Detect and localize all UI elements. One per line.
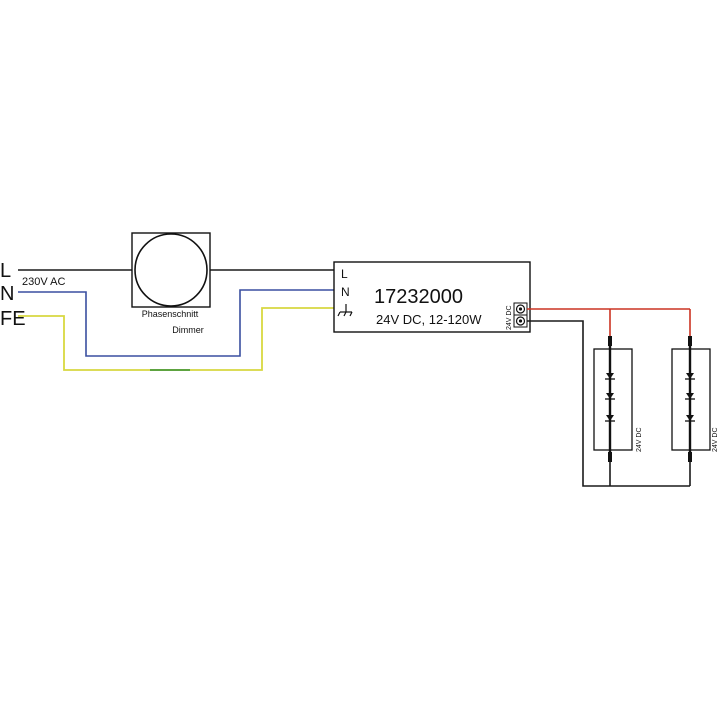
driver-terminal-l: L (341, 267, 348, 281)
led-strip-2: 24V DC (671, 336, 719, 462)
led-diode-icon (605, 373, 615, 380)
dimmer-knob (134, 233, 208, 307)
led-diode-icon (685, 415, 695, 422)
driver-spec: 24V DC, 12-120W (376, 312, 482, 327)
dimmer-label-type: Phasenschnitt (142, 309, 199, 319)
wire-negative (527, 320, 690, 487)
led-diode-icon (605, 393, 615, 400)
supply-terminal-fe: FE (0, 308, 26, 330)
led-strip-1-label: 24V DC (636, 427, 643, 452)
led-diode-icon (685, 373, 695, 380)
supply-terminal-l: L (0, 260, 11, 282)
earth-symbol-icon (337, 304, 353, 317)
supply-voltage-label: 230V AC (22, 276, 65, 288)
driver-terminal-n: N (341, 285, 350, 299)
supply-terminal-n: N (0, 283, 14, 305)
driver-output-terminal-positive (513, 302, 528, 316)
driver-housing (333, 261, 531, 333)
led-strip-2-label: 24V DC (712, 427, 719, 452)
led-diode-icon (605, 415, 615, 422)
wire-neutral (18, 289, 334, 357)
driver-output-label: 24V DC (506, 305, 513, 330)
led-diode-icon (685, 393, 695, 400)
driver-model: 17232000 (374, 286, 463, 308)
dimmer-label-name: Dimmer (172, 325, 204, 335)
driver-output-terminal-negative (513, 314, 528, 328)
led-strip-1: 24V DC (593, 336, 643, 462)
